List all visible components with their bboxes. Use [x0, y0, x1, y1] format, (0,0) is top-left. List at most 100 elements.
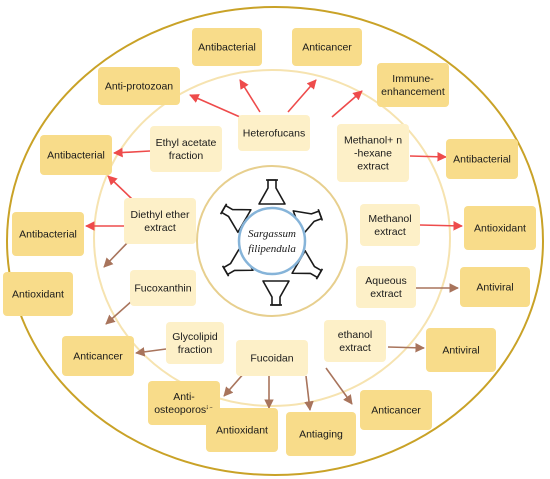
inner-ring [196, 165, 348, 317]
flask-rim [317, 208, 324, 221]
source-box-bg [236, 340, 308, 376]
activity-label: Antiviral [476, 282, 513, 294]
source-label: Diethyl ether [131, 209, 190, 221]
source-box-bg [356, 266, 416, 308]
activity-box-bg [464, 206, 536, 250]
activity-label: osteoporosis [154, 404, 214, 416]
source-label: extract [357, 161, 389, 173]
source-label: extract [339, 342, 371, 354]
activity-box-antiaging: Antiaging [286, 412, 356, 456]
arrow [331, 90, 363, 118]
activity-box-bg [3, 272, 73, 316]
arrow [113, 147, 151, 158]
flask-icon [262, 280, 290, 306]
arrow [409, 151, 447, 162]
center-label-line1: Sargassum [248, 228, 296, 240]
activity-box-anticancer-left: Anticancer [62, 336, 134, 376]
source-label: extract [370, 288, 402, 300]
activity-box-antibacterial-right: Antibacterial [446, 139, 518, 179]
arrow [239, 79, 261, 113]
activity-box-bg [206, 408, 278, 452]
activity-label: Antioxidant [216, 425, 268, 437]
activity-label: Antibacterial [453, 154, 511, 166]
arrow [105, 299, 134, 325]
arrow [325, 367, 353, 405]
source-label: fraction [169, 150, 204, 162]
activity-box-bg [98, 67, 180, 105]
activity-box-anticancer-bottom: Anticancer [360, 390, 432, 430]
arrow [103, 239, 131, 268]
source-label: Glycolipid [172, 331, 218, 343]
source-label: Methanol+ n [344, 135, 402, 147]
activity-label: Anticancer [73, 351, 123, 363]
activity-box-antiprotozoan: Anti-protozoan [98, 67, 180, 105]
activity-box-antioxidant-bottom: Antioxidant [206, 408, 278, 452]
activity-box-antibacterial-farleft: Antibacterial [12, 212, 84, 256]
activity-label: Antibacterial [19, 229, 77, 241]
source-box-bg [337, 124, 409, 182]
activity-box-bg [148, 381, 220, 425]
source-box-bg [166, 322, 224, 364]
source-label: Fucoxanthin [134, 283, 191, 295]
source-box-bg [150, 126, 222, 172]
source-label: Ethyl acetate [156, 137, 217, 149]
source-box-bg [324, 320, 386, 362]
source-label: fraction [178, 344, 213, 356]
arrow [419, 220, 463, 231]
arrow [287, 79, 317, 113]
flask-rim [221, 265, 230, 277]
activity-box-bg [40, 135, 112, 175]
outer-ring [6, 6, 544, 476]
activity-box-antioxidant-left: Antioxidant [3, 272, 73, 316]
source-label: Methanol [368, 213, 411, 225]
flask-rim [315, 268, 324, 280]
arrow [387, 342, 425, 353]
activity-box-bg [62, 336, 134, 376]
arrow [107, 175, 133, 200]
activity-label: Anticancer [371, 405, 421, 417]
flask-shape [258, 179, 286, 205]
activity-box-bg [192, 28, 262, 66]
source-box-bg [238, 115, 310, 151]
flask-shape [262, 280, 290, 306]
activity-box-anticancer-top: Anticancer [292, 28, 362, 66]
activity-label: Antibacterial [198, 42, 256, 54]
activity-box-antiviral-right2: Antiviral [426, 328, 496, 372]
activity-label: Antiaging [299, 429, 343, 441]
flask-rim [219, 203, 228, 215]
source-box-fucoidan: Fucoidan [236, 340, 308, 376]
source-box-bg [130, 270, 196, 306]
source-box-bg [360, 204, 420, 246]
arrows-layer [85, 79, 463, 411]
activity-box-bg [377, 63, 449, 107]
flask-icon [219, 203, 252, 234]
activity-label: enhancement [381, 86, 445, 98]
activity-box-antibacterial-top: Antibacterial [192, 28, 262, 66]
source-box-heterofucans: Heterofucans [238, 115, 310, 151]
activity-label: Anti- [173, 391, 195, 403]
activity-box-immune: Immune-enhancement [377, 63, 449, 107]
activity-box-bg [446, 139, 518, 179]
center-label-line2: filipendula [248, 243, 296, 255]
source-label: Heterofucans [243, 128, 305, 140]
activity-label: Anticancer [302, 42, 352, 54]
activity-box-antibacterial-left: Antibacterial [40, 135, 112, 175]
flasks-layer [219, 179, 324, 306]
flask-icon [258, 179, 286, 205]
activity-label: Anti-protozoan [105, 81, 173, 93]
source-box-fucoxanthin: Fucoxanthin [130, 270, 196, 306]
activity-box-antiviral-right1: Antiviral [460, 267, 530, 307]
source-label: extract [144, 222, 176, 234]
arrow [304, 375, 314, 411]
activity-label: Antibacterial [47, 150, 105, 162]
